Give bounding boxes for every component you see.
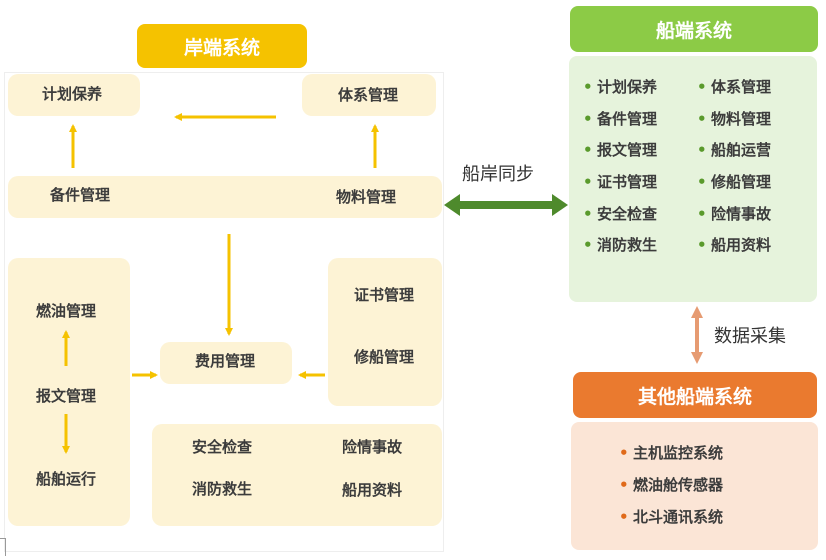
node-certificate-label: 证书管理 — [354, 286, 415, 304]
bullet-dot: • — [697, 141, 707, 159]
shore-system-frame — [4, 72, 444, 552]
node-system-management-label: 体系管理 — [338, 86, 399, 104]
bullet-dot: • — [583, 78, 593, 96]
ship-item: •报文管理 — [583, 139, 657, 160]
ship-item-label: 安全检查 — [597, 205, 658, 223]
bullet-dot: • — [697, 236, 707, 254]
ship-item: •备件管理 — [583, 108, 657, 129]
other-system-item: •主机监控系统 — [619, 442, 723, 463]
other-system-item: •燃油舱传感器 — [619, 474, 723, 495]
collect-double-arrow — [691, 306, 703, 364]
node-spare-parts-label: 备件管理 — [50, 186, 111, 204]
ship-item: •证书管理 — [583, 171, 657, 192]
node-fire-rescue-label: 消防救生 — [192, 480, 253, 498]
bullet-dot: • — [619, 508, 629, 526]
ship-item: •修船管理 — [697, 171, 771, 192]
node-system-management: 体系管理 — [302, 74, 436, 116]
ship-item: •体系管理 — [697, 76, 771, 97]
ship-item-label: 消防救生 — [597, 236, 658, 254]
shore-system-title: 岸端系统 — [137, 24, 307, 68]
ship-item-label: 修船管理 — [711, 173, 772, 191]
node-materials-label: 物料管理 — [336, 188, 397, 206]
ship-item: •计划保养 — [583, 76, 657, 97]
bullet-dot: • — [583, 173, 593, 191]
node-cost: 费用管理 — [160, 342, 292, 384]
sync-double-arrow — [444, 194, 568, 216]
band-spare-materials: 备件管理 物料管理 — [8, 176, 442, 218]
bullet-dot: • — [697, 173, 707, 191]
bullet-dot: • — [583, 110, 593, 128]
ship-item-label: 船用资料 — [711, 236, 772, 254]
shore-system-title-label: 岸端系统 — [183, 36, 260, 59]
other-ship-systems-panel: •主机监控系统 •燃油舱传感器 •北斗通讯系统 — [571, 422, 818, 550]
ship-item: •安全检查 — [583, 203, 657, 224]
bullet-dot: • — [583, 236, 593, 254]
ship-item-label: 体系管理 — [711, 78, 772, 96]
bullet-dot: • — [583, 205, 593, 223]
ship-item: •船舶运营 — [697, 139, 771, 160]
ship-item-label: 备件管理 — [597, 110, 658, 128]
node-emergency-label: 险情事故 — [342, 438, 403, 456]
ship-item-label: 报文管理 — [597, 141, 658, 159]
ship-system-title-label: 船端系统 — [655, 19, 732, 42]
ship-item: •消防救生 — [583, 234, 657, 255]
other-system-label: 北斗通讯系统 — [633, 508, 724, 526]
node-ship-repair-label: 修船管理 — [354, 348, 415, 366]
ship-item: •险情事故 — [697, 203, 771, 224]
bullet-dot: • — [619, 476, 629, 494]
ship-system-panel: •计划保养 •备件管理 •报文管理 •证书管理 •安全检查 •消防救生 •体系管… — [569, 56, 817, 302]
group-fuel-report-operation: 燃油管理 报文管理 船舶运行 — [8, 258, 130, 526]
other-system-item: •北斗通讯系统 — [619, 506, 723, 527]
ship-item: •物料管理 — [697, 108, 771, 129]
ship-item-label: 险情事故 — [711, 205, 772, 223]
group-safety-emergency: 安全检查 险情事故 消防救生 船用资料 — [152, 424, 442, 526]
node-fuel-label: 燃油管理 — [36, 302, 97, 320]
other-ship-systems-title-label: 其他船端系统 — [637, 385, 752, 408]
node-plan-maintenance-label: 计划保养 — [42, 85, 103, 103]
group-certificate-repair: 证书管理 修船管理 — [328, 258, 442, 406]
node-ship-materials-label: 船用资料 — [342, 481, 403, 499]
sync-label: 船岸同步 — [462, 164, 534, 185]
ship-item-label: 计划保养 — [597, 78, 658, 96]
ship-item: •船用资料 — [697, 234, 771, 255]
node-plan-maintenance: 计划保养 — [8, 74, 140, 116]
bullet-dot: • — [697, 78, 707, 96]
node-cost-label: 费用管理 — [195, 352, 256, 370]
ship-item-label: 物料管理 — [711, 110, 772, 128]
collect-label: 数据采集 — [714, 326, 786, 347]
bullet-dot: • — [619, 444, 629, 462]
other-system-label: 主机监控系统 — [633, 444, 724, 462]
bullet-dot: • — [697, 205, 707, 223]
other-system-label: 燃油舱传感器 — [633, 476, 724, 494]
bullet-dot: • — [583, 141, 593, 159]
ship-item-label: 证书管理 — [597, 173, 658, 191]
bullet-dot: • — [697, 110, 707, 128]
ship-item-label: 船舶运营 — [711, 141, 772, 159]
corner-mark — [0, 538, 6, 556]
ship-system-title: 船端系统 — [570, 6, 818, 52]
node-safety-check-label: 安全检查 — [192, 438, 253, 456]
other-ship-systems-title: 其他船端系统 — [573, 372, 817, 418]
node-ship-operation-label: 船舶运行 — [36, 470, 97, 488]
node-report-label: 报文管理 — [36, 387, 97, 405]
